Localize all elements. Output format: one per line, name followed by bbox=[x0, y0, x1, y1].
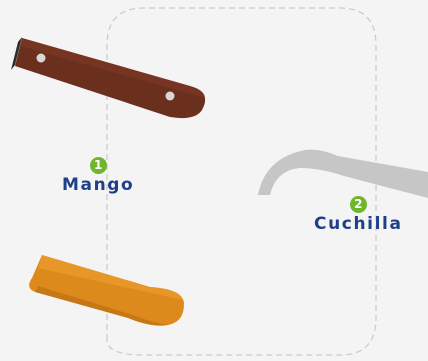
step-number-2-badge: 2 bbox=[350, 196, 367, 213]
wooden-handle bbox=[11, 37, 205, 118]
step-number-1-badge: 1 bbox=[90, 157, 107, 174]
mango-label: 1 Mango bbox=[62, 157, 134, 195]
blade bbox=[258, 150, 428, 198]
rivet bbox=[37, 54, 46, 63]
mango-label-text: Mango bbox=[62, 175, 134, 195]
cuchilla-label-text: Cuchilla bbox=[314, 214, 403, 234]
cuchilla-label: 2 Cuchilla bbox=[314, 196, 403, 234]
rivet bbox=[166, 92, 175, 101]
